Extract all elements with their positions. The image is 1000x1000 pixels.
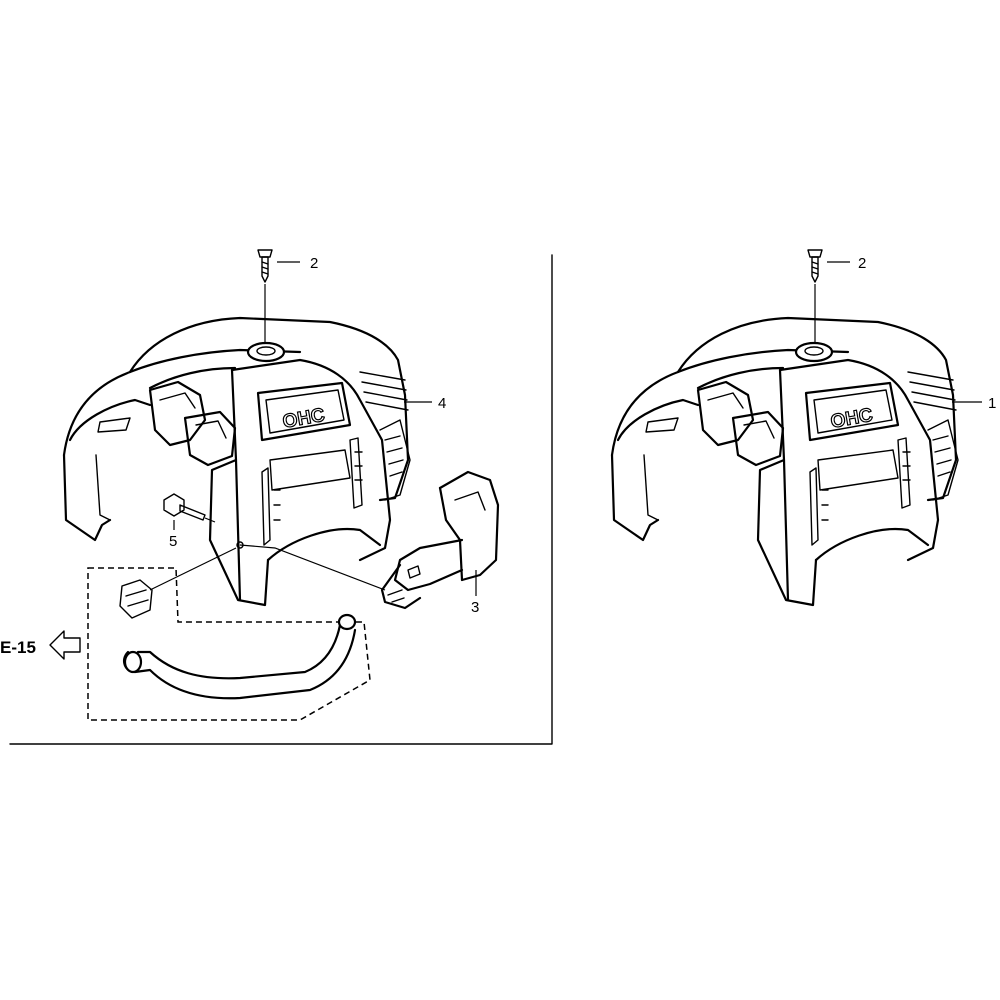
left-cover-callout: 4 <box>438 395 446 412</box>
left-emblem-text: OHC <box>281 405 327 433</box>
right-cover-callout: 1 <box>988 395 996 412</box>
right-emblem-text: OHC <box>829 405 875 433</box>
left-screw-callout: 5 <box>169 533 177 550</box>
right-bolt-callout: 2 <box>858 255 866 272</box>
left-bolt-callout: 2 <box>310 255 318 272</box>
left-screw <box>163 493 216 530</box>
reference-label: E-15 <box>0 638 36 657</box>
left-assembly: OHC <box>0 249 500 721</box>
left-bolt <box>257 249 300 350</box>
left-hose-group <box>87 547 371 721</box>
right-assembly: OHC 2 1 <box>610 249 996 607</box>
left-engine-cover: OHC <box>62 316 432 607</box>
right-engine-cover: OHC <box>610 316 982 607</box>
reference-e15: E-15 <box>0 630 81 660</box>
reference-arrow-icon <box>49 630 81 660</box>
right-bolt <box>807 249 850 350</box>
section-divider <box>9 254 553 745</box>
left-grip <box>239 470 500 610</box>
left-grip-callout: 3 <box>471 599 479 616</box>
